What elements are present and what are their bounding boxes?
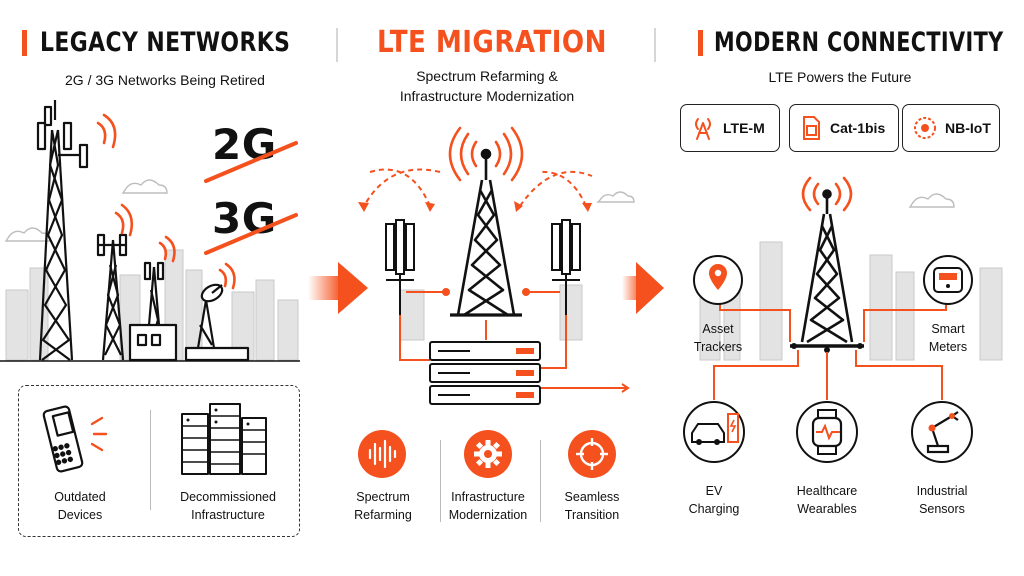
arrow-right-icon bbox=[622, 262, 664, 314]
caption-line: Sensors bbox=[919, 502, 965, 516]
legacy-items-divider bbox=[150, 410, 151, 510]
caption-line: Seamless bbox=[564, 490, 620, 504]
lte-tower-icon bbox=[790, 189, 864, 348]
caption-line: Spectrum bbox=[356, 490, 410, 504]
caption-line: Asset bbox=[702, 322, 734, 336]
healthcare-wearables-caption: Healthcare Wearables bbox=[782, 482, 872, 518]
satellite-dish-icon bbox=[194, 283, 224, 361]
industrial-sensors-caption: Industrial Sensors bbox=[900, 482, 984, 518]
ev-charging-icon bbox=[683, 401, 745, 463]
asset-trackers-caption: Asset Trackers bbox=[678, 320, 758, 356]
caption-line: Trackers bbox=[693, 340, 743, 354]
migration-title: LTE MIGRATION bbox=[377, 25, 607, 60]
target-icon bbox=[568, 430, 616, 478]
tag-cat-1bis: Cat-1bis bbox=[789, 104, 899, 152]
smart-meters-caption: Smart Meters bbox=[908, 320, 988, 356]
smartwatch-icon bbox=[796, 401, 858, 463]
tag-label: NB-IoT bbox=[945, 120, 991, 136]
modern-accent-bar bbox=[698, 30, 703, 56]
decommissioned-infrastructure-caption: Decommissioned Infrastructure bbox=[168, 488, 288, 524]
caption-line: Devices bbox=[57, 508, 103, 522]
tower-signal-icon bbox=[695, 118, 711, 140]
seamless-transition-caption: Seamless Transition bbox=[550, 488, 634, 524]
antenna-panel-icon bbox=[385, 219, 415, 315]
caption-line: Transition bbox=[564, 508, 620, 522]
lte-migration-diagram bbox=[358, 126, 630, 405]
spectrum-refarming-caption: Spectrum Refarming bbox=[342, 488, 424, 524]
migration-items-divider bbox=[540, 440, 541, 522]
caption-line: Charging bbox=[688, 502, 740, 516]
legacy-towers-illustration bbox=[0, 100, 300, 362]
caption-line: Infrastructure bbox=[451, 490, 525, 504]
caption-line: Wearables bbox=[797, 502, 857, 516]
server-rack-icon bbox=[181, 403, 267, 475]
gen-3g-label: 3G bbox=[212, 194, 277, 243]
smart-meter-icon bbox=[923, 255, 973, 305]
antenna-panel-icon bbox=[551, 219, 581, 315]
arrow-right-icon bbox=[308, 262, 368, 314]
strike-through-lines bbox=[204, 141, 298, 255]
caption-line: Smart bbox=[931, 322, 965, 336]
caption-line: Modernization bbox=[448, 508, 528, 522]
migration-subtitle-line2: Infrastructure Modernization bbox=[399, 88, 575, 104]
tag-label: Cat-1bis bbox=[830, 120, 886, 136]
nb-iot-icon bbox=[914, 117, 936, 139]
phone-icon bbox=[42, 405, 108, 473]
modern-connectivity-diagram bbox=[683, 176, 973, 463]
caption-line: Refarming bbox=[354, 508, 412, 522]
tag-label: LTE-M bbox=[723, 120, 765, 136]
location-pin-icon bbox=[693, 255, 743, 305]
ev-charging-caption: EV Charging bbox=[674, 482, 754, 518]
caption-line: Healthcare bbox=[796, 484, 858, 498]
legacy-subtitle: 2G / 3G Networks Being Retired bbox=[65, 72, 265, 88]
gear-icon bbox=[464, 430, 512, 478]
robot-arm-icon bbox=[911, 401, 973, 463]
migration-subtitle-line1: Spectrum Refarming & bbox=[416, 68, 558, 84]
legacy-tower-icon bbox=[96, 233, 128, 361]
caption-line: Industrial bbox=[916, 484, 968, 498]
caption-line: Decommissioned bbox=[180, 490, 276, 504]
outdated-devices-caption: Outdated Devices bbox=[30, 488, 130, 524]
caption-line: EV bbox=[705, 484, 723, 498]
waveform-icon bbox=[358, 430, 406, 478]
tag-lte-m: LTE-M bbox=[680, 104, 780, 152]
migration-items-divider bbox=[440, 440, 441, 522]
gen-2g-label: 2G bbox=[212, 120, 277, 169]
caption-line: Meters bbox=[928, 340, 968, 354]
caption-line: Outdated bbox=[54, 490, 106, 504]
lte-tower-icon bbox=[450, 148, 522, 317]
retired-generations: 2G 3G bbox=[204, 115, 312, 255]
caption-line: Infrastructure bbox=[191, 508, 265, 522]
modern-title: MODERN CONNECTIVITY bbox=[714, 27, 1004, 58]
modern-subtitle: LTE Powers the Future bbox=[768, 69, 912, 85]
sim-card-icon bbox=[803, 116, 820, 140]
legacy-accent-bar bbox=[22, 30, 27, 56]
legacy-items-box bbox=[18, 385, 300, 537]
legacy-title: LEGACY NETWORKS bbox=[40, 27, 291, 58]
legacy-tower-icon bbox=[36, 100, 89, 361]
server-stack-icon bbox=[429, 341, 541, 405]
infrastructure-modernization-caption: Infrastructure Modernization bbox=[440, 488, 536, 524]
tag-nb-iot: NB-IoT bbox=[902, 104, 1000, 152]
